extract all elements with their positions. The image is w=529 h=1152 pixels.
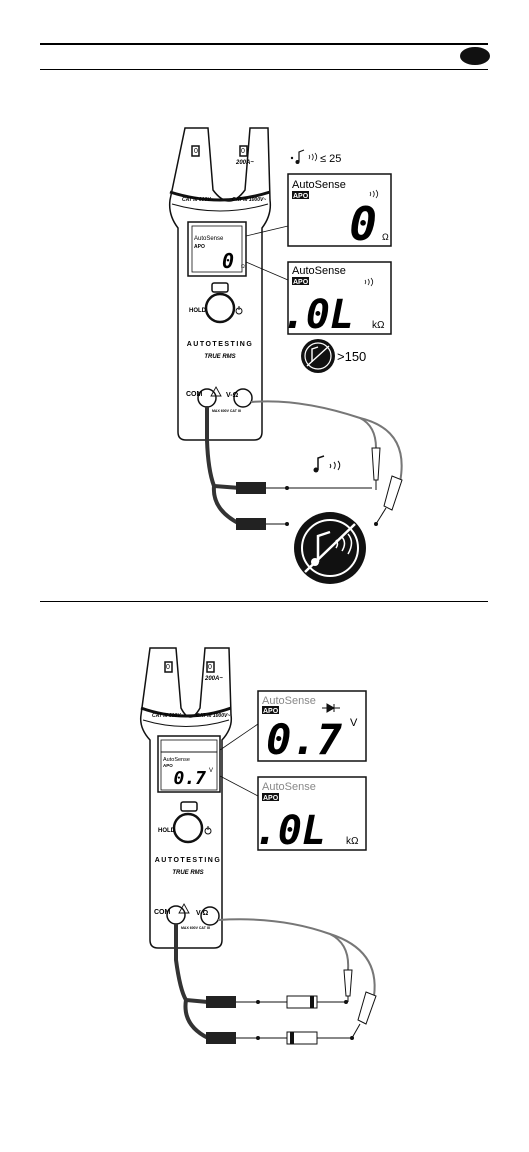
small-display-apo: APO xyxy=(163,763,173,768)
hold-label: HOLD xyxy=(189,308,207,314)
small-display-value: 0 xyxy=(222,249,234,273)
display-top-apo: APO xyxy=(263,708,279,715)
display-bottom: AutoSense APO .0L kΩ xyxy=(282,261,392,338)
small-display-value: 0.7 xyxy=(173,768,206,789)
callout-line-bottom xyxy=(219,775,259,797)
beeper-off-icon xyxy=(294,512,366,584)
display-top-mode: AutoSense xyxy=(292,179,346,191)
display-bottom-unit: kΩ xyxy=(372,320,385,331)
section-divider xyxy=(40,601,488,602)
figure-diode: 0 0 200A~ CAT III 600V~ CAT III 1000V~ A… xyxy=(0,600,529,1100)
display-bottom-mode: AutoSense xyxy=(292,265,346,277)
cat-left: CAT III 600V~ xyxy=(152,713,184,719)
meter-body xyxy=(168,127,272,441)
threshold-text: ≤ 25 xyxy=(320,153,341,165)
cat-left: CAT III 600V~ xyxy=(182,197,214,203)
brand-label: AUTOTESTING xyxy=(155,857,222,864)
power-icon xyxy=(204,826,212,835)
beeper-indicator-icon xyxy=(369,189,379,199)
jaw-mark-left: 0 xyxy=(166,664,170,671)
figure-continuity: 0 0 200A~ CAT III 600V~ CAT III 1000V~ A… xyxy=(168,127,403,584)
small-display-mode: AutoSense xyxy=(194,236,224,242)
meter-body xyxy=(139,647,233,949)
small-display-mode: AutoSense xyxy=(163,757,190,763)
beeper-indicator-icon xyxy=(364,277,374,287)
display-top: AutoSense APO 0 Ω xyxy=(287,173,392,251)
open-threshold: >150 xyxy=(337,349,366,364)
input-label: V-Ω xyxy=(226,392,239,399)
callout-line-bottom xyxy=(245,261,289,281)
hold-label: HOLD xyxy=(158,828,176,834)
display-top-unit: V xyxy=(350,717,358,729)
header-rule-top xyxy=(40,43,488,45)
callout-line-top xyxy=(219,723,259,751)
jaw-rating: 200A~ xyxy=(235,160,254,166)
display-top: AutoSense APO 0.7 V xyxy=(257,690,367,764)
display-bottom-value: .0L xyxy=(282,292,354,338)
continuity-illustration: 0 0 200A~ CAT III 600V~ CAT III 1000V~ A… xyxy=(168,127,403,584)
jaw-rating: 200A~ xyxy=(204,676,223,682)
language-badge xyxy=(460,47,490,65)
input-label: V-Ω xyxy=(196,910,209,917)
model-label: TRUE RMS xyxy=(172,870,203,876)
test-leads xyxy=(174,918,377,1044)
display-bottom-unit: kΩ xyxy=(346,836,359,847)
com-rating: MAX 600V CAT III xyxy=(212,409,241,413)
warning-icon xyxy=(178,903,190,914)
warning-icon xyxy=(210,386,222,397)
continuity-beeper-icon xyxy=(290,149,318,164)
brand-label: AUTOTESTING xyxy=(187,341,254,348)
test-leads xyxy=(205,400,403,530)
small-display-unit: Ω xyxy=(241,264,245,270)
display-top-mode: AutoSense xyxy=(262,695,316,707)
jaw-mark-right: 0 xyxy=(208,664,212,671)
diode-icon xyxy=(286,1031,318,1045)
display-top-apo: APO xyxy=(293,193,309,200)
com-label: COM xyxy=(186,391,203,398)
small-display-unit: V xyxy=(209,768,213,774)
display-top-unit: Ω xyxy=(382,232,389,242)
diode-illustration: 0 0 200A~ CAT III 600V~ CAT III 1000V~ A… xyxy=(139,647,377,1045)
beeper-off-icon xyxy=(301,339,335,373)
display-bottom: AutoSense APO .0L kΩ xyxy=(254,776,367,854)
display-bottom-apo: APO xyxy=(293,279,309,286)
diode-icon xyxy=(286,995,318,1009)
jaw-mark-right: 0 xyxy=(241,148,245,155)
com-label: COM xyxy=(154,909,171,916)
continuity-beeper-icon xyxy=(313,455,341,473)
display-bottom-mode: AutoSense xyxy=(262,781,316,793)
display-top-value: 0 xyxy=(349,197,377,251)
com-rating: MAX 600V CAT III xyxy=(181,926,210,930)
power-icon xyxy=(235,306,243,315)
diode-icon xyxy=(322,703,340,713)
model-label: TRUE RMS xyxy=(204,354,235,360)
small-display-apo: APO xyxy=(194,244,205,250)
display-bottom-value: .0L xyxy=(254,808,326,854)
callout-line-top xyxy=(245,225,289,237)
cat-right: CAT III 1000V~ xyxy=(232,197,266,203)
jaw-mark-left: 0 xyxy=(194,148,198,155)
display-top-value: 0.7 xyxy=(266,715,343,764)
cat-right: CAT III 1000V~ xyxy=(196,713,230,719)
display-bottom-apo: APO xyxy=(263,795,279,802)
header-rule-bottom xyxy=(40,69,488,70)
